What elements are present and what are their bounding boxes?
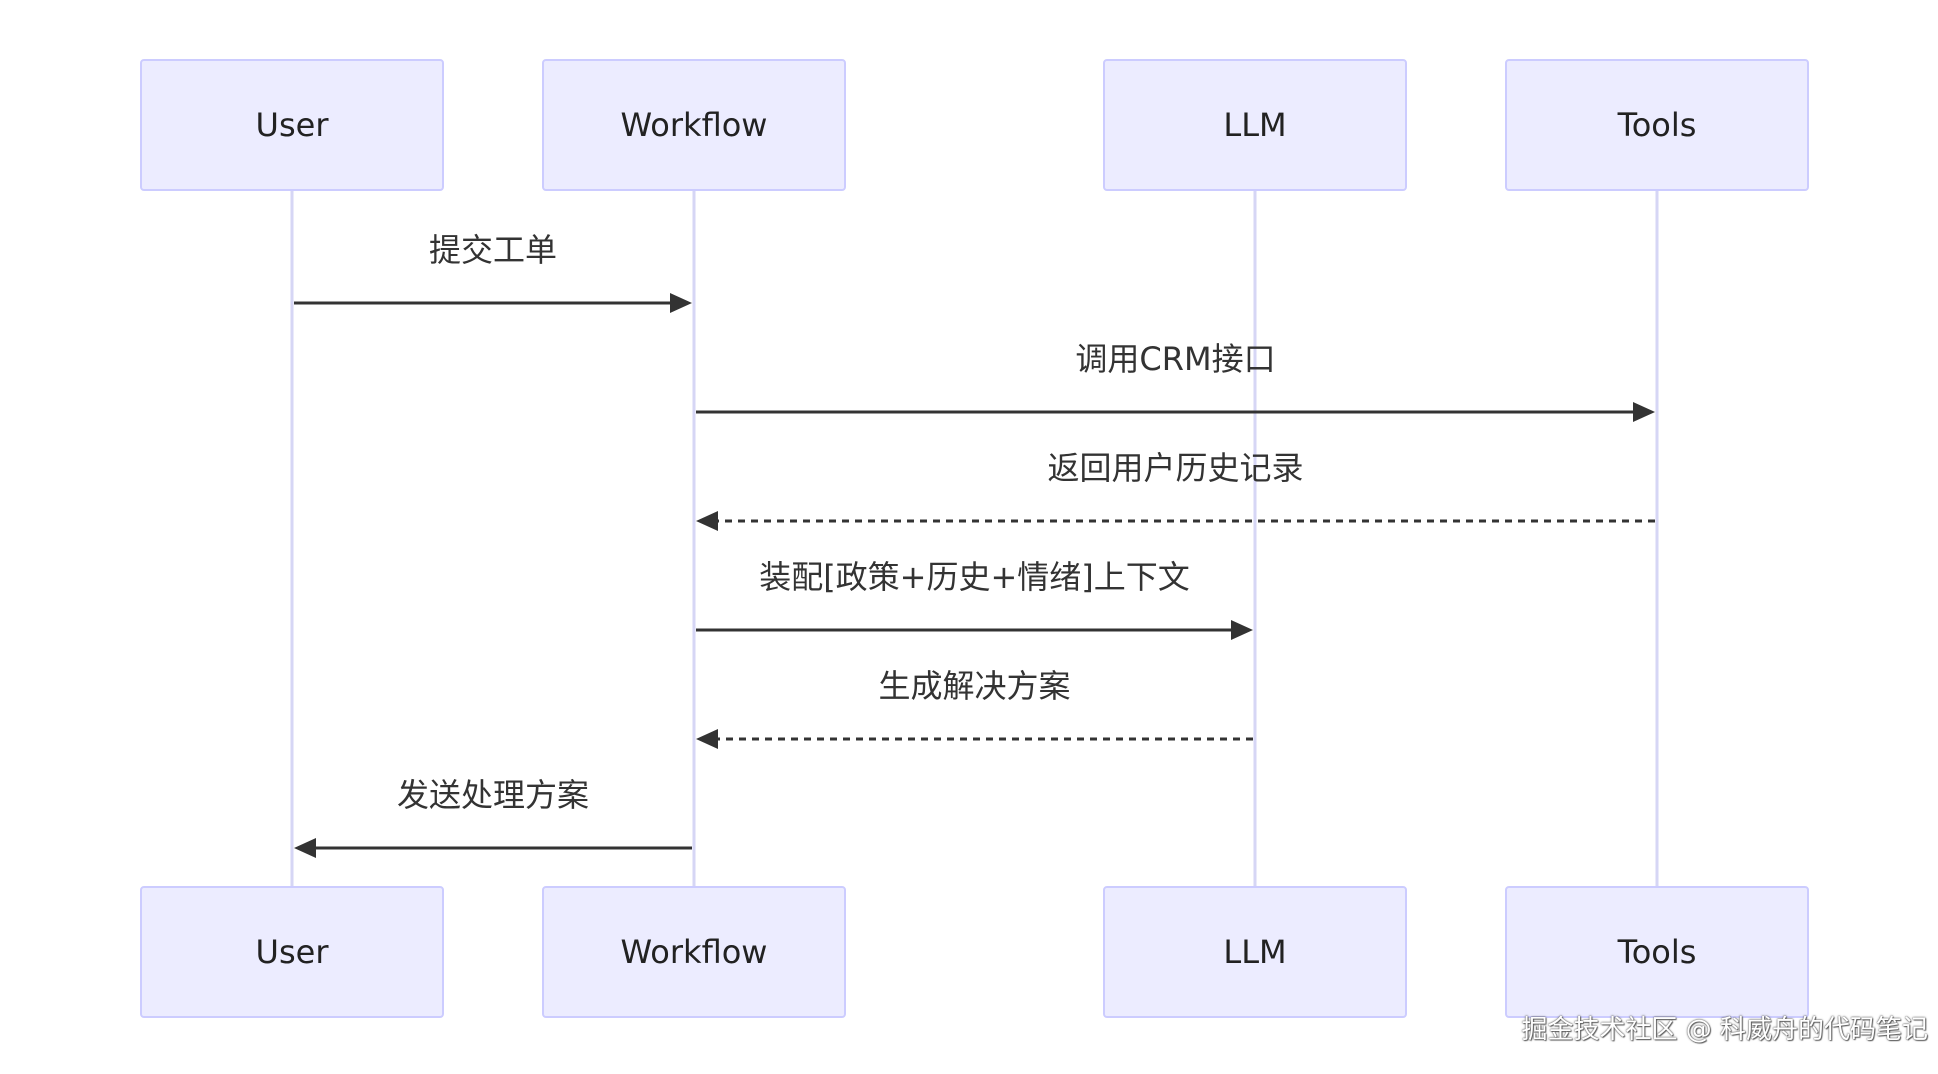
message-2: 调用CRM接口 bbox=[696, 340, 1655, 422]
actors-top: User Workflow LLM Tools bbox=[140, 59, 1809, 191]
actor-label: Workflow bbox=[621, 106, 768, 144]
watermark-text: 掘金技术社区 @ 科威舟的代码笔记 bbox=[1521, 1015, 1928, 1045]
actor-box bbox=[1103, 59, 1407, 191]
message-3: 返回用户历史记录 bbox=[696, 449, 1655, 531]
actor-label: User bbox=[256, 933, 330, 971]
actor-box bbox=[140, 886, 444, 1018]
message-label: 调用CRM接口 bbox=[1075, 340, 1275, 378]
arrowhead-icon bbox=[294, 838, 316, 858]
actor-user-top: User bbox=[140, 59, 444, 191]
actors-bottom: User Workflow LLM Tools bbox=[140, 886, 1809, 1018]
arrowhead-icon bbox=[1633, 402, 1655, 422]
message-6: 发送处理方案 bbox=[294, 776, 692, 858]
actor-label: Tools bbox=[1617, 933, 1697, 971]
message-label: 发送处理方案 bbox=[397, 776, 589, 814]
actor-box bbox=[1505, 59, 1809, 191]
arrowhead-icon bbox=[670, 293, 692, 313]
actor-user-bottom: User bbox=[140, 886, 444, 1018]
message-1: 提交工单 bbox=[294, 231, 692, 313]
arrowhead-icon bbox=[696, 729, 718, 749]
actor-box bbox=[542, 59, 846, 191]
actor-label: User bbox=[256, 106, 330, 144]
actor-label: LLM bbox=[1223, 933, 1286, 971]
message-4: 装配[政策+历史+情绪]上下文 bbox=[696, 558, 1253, 640]
message-5: 生成解决方案 bbox=[696, 667, 1253, 749]
actor-llm-top: LLM bbox=[1103, 59, 1407, 191]
message-label: 返回用户历史记录 bbox=[1047, 449, 1303, 487]
actor-box bbox=[1103, 886, 1407, 1018]
actor-label: LLM bbox=[1223, 106, 1286, 144]
actor-tools-top: Tools bbox=[1505, 59, 1809, 191]
messages: 提交工单调用CRM接口返回用户历史记录装配[政策+历史+情绪]上下文生成解决方案… bbox=[294, 231, 1655, 858]
actor-workflow-top: Workflow bbox=[542, 59, 846, 191]
lifelines bbox=[290, 190, 1659, 887]
actor-workflow-bottom: Workflow bbox=[542, 886, 846, 1018]
message-label: 生成解决方案 bbox=[878, 667, 1070, 705]
actor-tools-bottom: Tools bbox=[1505, 886, 1809, 1018]
arrowhead-icon bbox=[696, 511, 718, 531]
actor-label: Workflow bbox=[621, 933, 768, 971]
actor-box bbox=[140, 59, 444, 191]
actor-llm-bottom: LLM bbox=[1103, 886, 1407, 1018]
actor-box bbox=[542, 886, 846, 1018]
arrowhead-icon bbox=[1231, 620, 1253, 640]
actor-label: Tools bbox=[1617, 106, 1697, 144]
message-label: 提交工单 bbox=[429, 231, 557, 269]
actor-box bbox=[1505, 886, 1809, 1018]
message-label: 装配[政策+历史+情绪]上下文 bbox=[759, 558, 1190, 596]
